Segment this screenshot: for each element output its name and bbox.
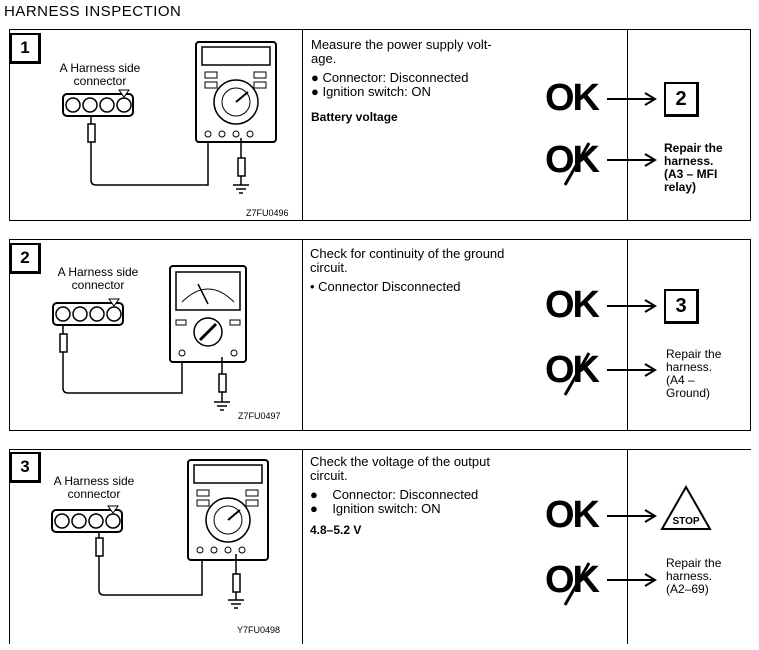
stop-label: STOP [672, 516, 699, 527]
next-step-box: 2 [664, 82, 699, 117]
figure-code: Y7FU0498 [237, 625, 281, 635]
ok-label: OK [545, 77, 600, 119]
ok-label: OK [545, 494, 600, 536]
ok-label: OK [545, 284, 600, 326]
step-number: 1 [10, 33, 41, 64]
step-number: 2 [10, 243, 41, 274]
arrow-right-icon [607, 573, 657, 587]
harness-connector-icon [62, 89, 134, 117]
spec-value: 4.8–5.2 V [310, 523, 362, 537]
ng-cross-icon [563, 142, 591, 186]
bullet-icon: ● [311, 70, 323, 85]
condition-list: • Connector Disconnected [310, 279, 461, 294]
bullet-icon: ● [310, 501, 333, 516]
figure-code: Z7FU0496 [246, 208, 289, 218]
step-1-diagram [62, 41, 277, 194]
arrow-right-icon [607, 153, 657, 167]
digital-multimeter-icon [187, 459, 269, 561]
next-step-box: 3 [664, 289, 699, 324]
analog-multimeter-icon [169, 265, 247, 363]
page-title: HARNESS INSPECTION [4, 3, 182, 20]
step-3-diagram [51, 459, 269, 609]
bullet-icon: ● [310, 487, 333, 502]
arrow-right-icon [607, 363, 657, 377]
bullet-icon: • [310, 279, 319, 294]
arrow-right-icon [607, 299, 657, 313]
connector-label: A Harness side connector [57, 265, 139, 292]
harness-connector-icon [52, 298, 124, 326]
condition-list: ● Connector: Disconnected ● Ignition swi… [310, 487, 479, 516]
arrow-right-icon [607, 509, 657, 523]
digital-multimeter-icon [195, 41, 277, 143]
ground-symbol-icon [228, 592, 244, 609]
connector-label: A Harness side connector [53, 474, 135, 501]
arrow-right-icon [607, 92, 657, 106]
bullet-icon: ● [311, 84, 323, 99]
figure-code: Z7FU0497 [238, 411, 281, 421]
connector-label: A Harness side connector [59, 61, 141, 88]
stop-warning-icon: STOP [660, 484, 712, 530]
instruction-text: Measure the power supply volt- age. [311, 37, 492, 66]
ng-cross-icon [563, 352, 591, 396]
spec-value: Battery voltage [311, 110, 398, 124]
instruction-text: Check for continuity of the ground circu… [310, 246, 505, 275]
instruction-text: Check the voltage of the output circuit. [310, 454, 490, 483]
harness-connector-icon [51, 505, 123, 533]
ng-result: Repair the harness. (A3 – MFI relay) [664, 141, 723, 194]
step-number: 3 [10, 452, 41, 483]
step-2-diagram [52, 265, 247, 411]
condition-list: ● Connector: Disconnected ● Ignition swi… [311, 70, 469, 99]
ng-result: Repair the harness. (A2–69) [666, 556, 722, 596]
ng-result: Repair the harness. (A4 – Ground) [666, 347, 722, 400]
ng-cross-icon [563, 562, 591, 606]
ground-symbol-icon [233, 176, 249, 194]
ground-symbol-icon [214, 392, 230, 411]
